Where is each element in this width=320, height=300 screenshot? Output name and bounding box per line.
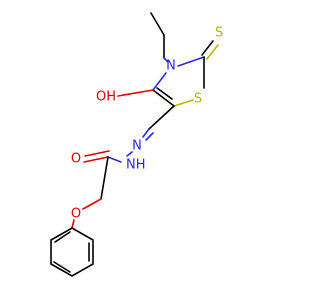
bond-n-c2 <box>177 56 205 67</box>
phenyl-double-3 <box>54 231 71 243</box>
bond-ethyl-ch3 <box>150 12 165 36</box>
atom-imine-n: N <box>132 139 142 154</box>
phenyl-ring <box>50 227 94 277</box>
atom-carbonyl-o: O <box>71 152 81 167</box>
bond-s1-c5 <box>173 99 194 107</box>
bond-c4-c5-double <box>156 87 173 100</box>
atom-thione-s: S <box>215 26 223 41</box>
bond-c2-thione-2 <box>206 44 219 60</box>
structure-canvas: S S N OH N NH O O <box>50 12 224 277</box>
bond-c2-thione-1 <box>201 40 214 56</box>
atom-amide-n: NH <box>126 158 146 173</box>
bond-c-ch2 <box>100 156 109 200</box>
bond-c-o-double-2 <box>84 150 110 157</box>
bond-c-o-double-1 <box>83 156 109 163</box>
atom-hydroxyl-o: OH <box>96 90 116 105</box>
molecule-structure: S S N OH N NH O O <box>50 12 223 277</box>
bond-c4-n <box>152 72 167 91</box>
phenyl-double-2 <box>53 261 71 273</box>
bond-ch2-o <box>82 198 102 210</box>
bond-ch-n-double-2 <box>145 132 154 141</box>
atom-ring-n: N <box>166 59 176 74</box>
bond-ch-n-double-1 <box>142 128 150 138</box>
atom-ether-o: O <box>71 207 81 222</box>
bond-ch2-n <box>163 57 169 63</box>
bond-c5-ch <box>148 105 175 130</box>
bond-c4-oh <box>117 89 154 97</box>
bond-n-n <box>126 151 133 157</box>
bond-nh-c <box>107 156 122 163</box>
atom-ring-s: S <box>194 92 202 107</box>
bond-o-phenyl <box>71 219 75 229</box>
bond-c5-c4 <box>152 89 175 107</box>
